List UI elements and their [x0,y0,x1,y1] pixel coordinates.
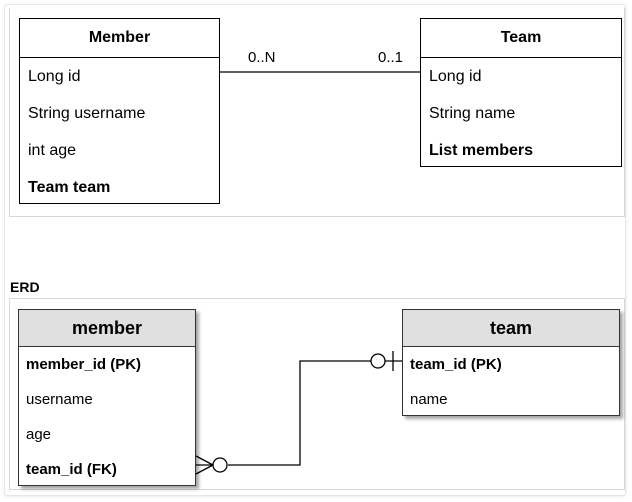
zero-marker-member [212,457,228,473]
table-column: team_id (PK) [410,356,502,373]
class-field: Long id [28,68,81,85]
class-field: String name [429,105,516,122]
member-table-columns: member_id (PK) username age team_id (FK) [19,347,195,487]
erd-section-label: ERD [10,279,40,295]
crows-foot-upper [195,455,214,466]
zero-marker-team [370,353,386,369]
table-column: team_id (FK) [26,461,117,478]
table-column: member_id (PK) [26,356,142,373]
member-class-title: Member [20,19,219,58]
team-table-box[interactable]: team team_id (PK) name [402,309,620,416]
table-column: username [26,391,93,408]
team-class-title: Team [421,19,621,58]
class-field: List members [429,142,534,159]
team-table-title: team [403,310,619,347]
class-field: Team team [28,179,111,196]
relationship-line [228,360,402,466]
class-field: int age [28,142,77,159]
multiplicity-team: 0..1 [378,49,404,66]
crows-foot-lower [195,464,214,475]
class-field: Long id [429,68,482,85]
member-table-title: member [19,310,195,347]
multiplicity-member: 0..N [248,49,276,66]
class-field: String username [28,105,146,122]
team-table-columns: team_id (PK) name [403,347,619,417]
table-column: name [410,391,448,408]
table-column: age [26,426,52,443]
member-table-box[interactable]: member member_id (PK) username age team_id … [18,309,196,486]
